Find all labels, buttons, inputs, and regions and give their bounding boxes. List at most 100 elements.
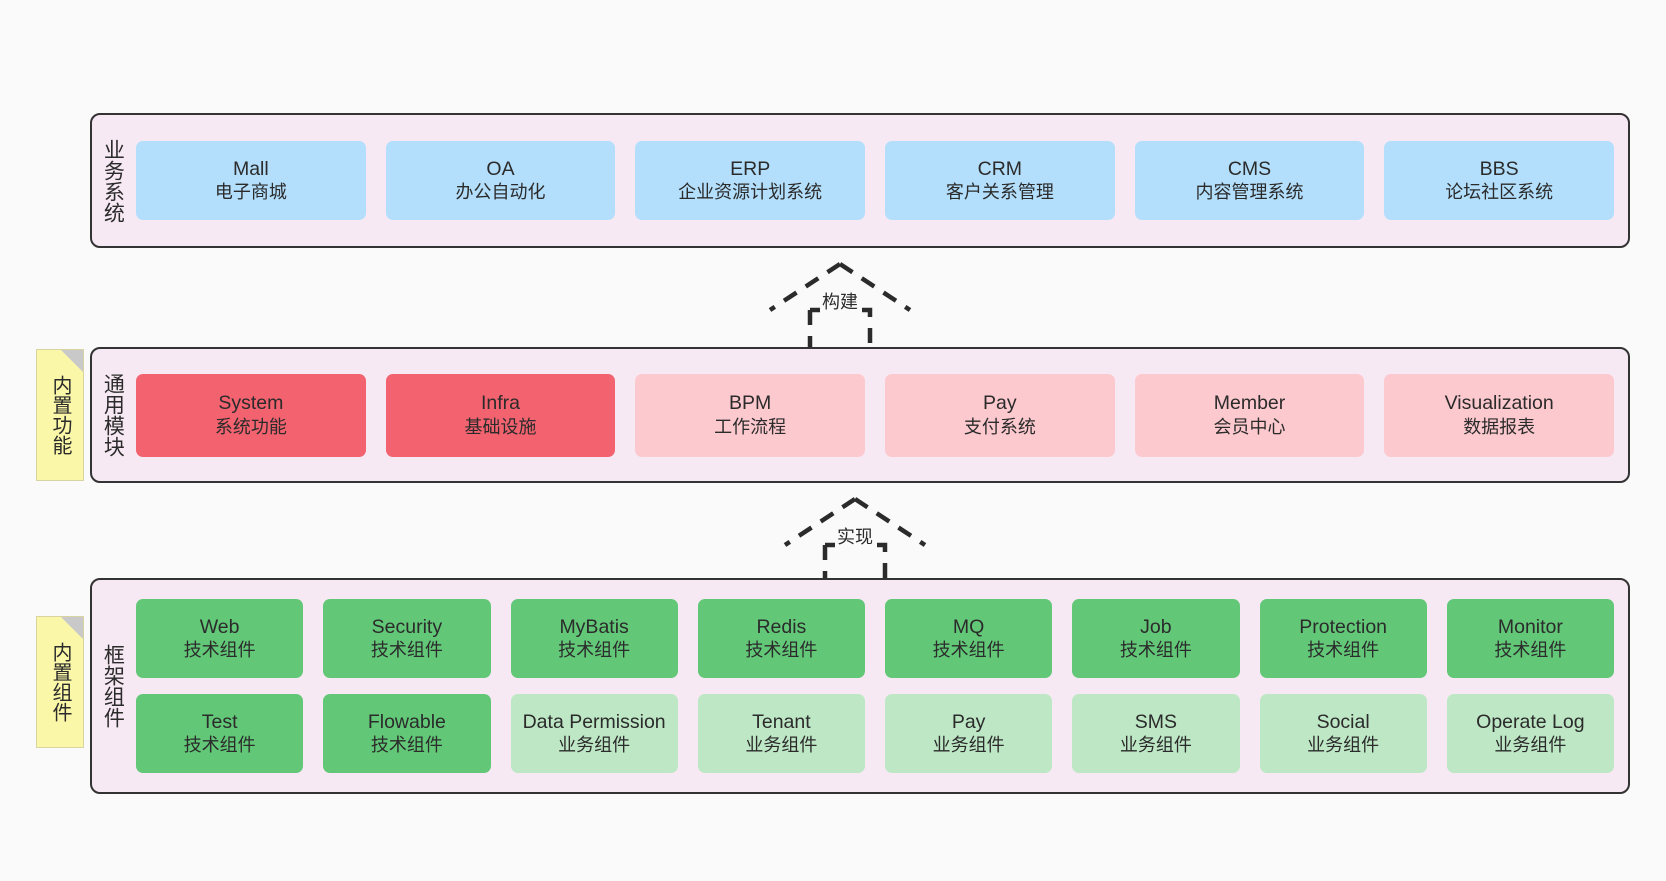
card-erp[interactable]: ERP 企业资源计划系统 — [635, 141, 866, 220]
card-mq[interactable]: MQ 技术组件 — [885, 599, 1053, 678]
card-subtitle: 电子商城 — [214, 182, 287, 203]
card-subtitle: 技术组件 — [1494, 640, 1567, 661]
card-title: Data Permission — [522, 710, 666, 733]
layer-common-module: 通用模块 System 系统功能 Infra 基础设施 BPM 工作流程 Pay… — [90, 347, 1630, 483]
card-operate-log[interactable]: Operate Log 业务组件 — [1446, 694, 1614, 773]
card-title: BPM — [729, 392, 772, 415]
note-label: 内置组件 — [49, 642, 71, 722]
card-subtitle: 基础设施 — [464, 416, 537, 437]
note-builtin-function: 内置功能 — [36, 349, 84, 481]
card-subtitle: 业务组件 — [1119, 735, 1192, 756]
note-builtin-component: 内置组件 — [36, 616, 84, 748]
card-subtitle: 技术组件 — [745, 640, 818, 661]
card-title: CRM — [977, 157, 1023, 180]
card-flowable[interactable]: Flowable 技术组件 — [323, 694, 491, 773]
arrow-build-label: 构建 — [820, 288, 860, 314]
card-subtitle: 业务组件 — [745, 735, 818, 756]
card-subtitle: 技术组件 — [183, 640, 256, 661]
card-test[interactable]: Test 技术组件 — [136, 694, 304, 773]
card-subtitle: 技术组件 — [932, 640, 1005, 661]
card-title: Tenant — [752, 710, 811, 733]
card-member[interactable]: Member 会员中心 — [1134, 373, 1365, 457]
card-subtitle: 技术组件 — [1119, 640, 1192, 661]
card-title: CMS — [1227, 157, 1272, 180]
card-mall[interactable]: Mall 电子商城 — [136, 141, 366, 220]
arrow-build: 构建 — [760, 258, 920, 354]
card-title: BBS — [1479, 157, 1519, 180]
card-web[interactable]: Web 技术组件 — [136, 599, 304, 678]
card-redis[interactable]: Redis 技术组件 — [697, 599, 865, 678]
layer-business-system: 业务系统 Mall 电子商城 OA 办公自动化 ERP 企业资源计划系统 CRM… — [90, 113, 1630, 248]
note-fold-corner-icon — [61, 350, 83, 372]
card-bbs[interactable]: BBS 论坛社区系统 — [1384, 141, 1615, 220]
card-subtitle: 技术组件 — [370, 640, 443, 661]
card-subtitle: 数据报表 — [1463, 416, 1536, 437]
card-title: System — [218, 392, 284, 415]
card-mybatis[interactable]: MyBatis 技术组件 — [510, 599, 678, 678]
card-bpm[interactable]: BPM 工作流程 — [635, 373, 866, 457]
note-fold-corner-icon — [61, 617, 83, 639]
card-pay-component[interactable]: Pay 业务组件 — [885, 694, 1053, 773]
card-title: Web — [199, 615, 240, 638]
card-title: ERP — [730, 157, 771, 180]
arrow-build-glyph — [768, 262, 912, 354]
card-visualization[interactable]: Visualization 数据报表 — [1384, 373, 1615, 457]
card-title: Mall — [232, 157, 269, 180]
card-row: System 系统功能 Infra 基础设施 BPM 工作流程 Pay 支付系统… — [136, 373, 1615, 457]
layer-title-common-module: 通用模块 — [101, 373, 125, 457]
card-system[interactable]: System 系统功能 — [136, 373, 366, 457]
card-title: OA — [486, 157, 515, 180]
card-monitor[interactable]: Monitor 技术组件 — [1446, 599, 1614, 678]
card-pay-module[interactable]: Pay 支付系统 — [885, 373, 1115, 457]
card-subtitle: 业务组件 — [1307, 735, 1380, 756]
card-row: Test 技术组件 Flowable 技术组件 Data Permission … — [136, 694, 1614, 773]
card-title: Social — [1316, 710, 1370, 733]
card-crm[interactable]: CRM 客户关系管理 — [885, 141, 1115, 220]
layer-body-common-module: System 系统功能 Infra 基础设施 BPM 工作流程 Pay 支付系统… — [132, 349, 1628, 481]
card-title: Test — [201, 710, 238, 733]
card-protection[interactable]: Protection 技术组件 — [1259, 599, 1427, 678]
card-subtitle: 技术组件 — [558, 640, 631, 661]
card-subtitle: 支付系统 — [963, 416, 1036, 437]
card-row: Web 技术组件 Security 技术组件 MyBatis 技术组件 Redi… — [136, 599, 1614, 678]
layer-framework-component: 框架组件 Web 技术组件 Security 技术组件 MyBatis 技术组件… — [90, 578, 1630, 794]
card-subtitle: 技术组件 — [183, 735, 256, 756]
card-infra[interactable]: Infra 基础设施 — [385, 373, 616, 457]
card-title: Pay — [951, 710, 986, 733]
card-subtitle: 内容管理系统 — [1195, 182, 1304, 203]
card-subtitle: 工作流程 — [714, 416, 787, 437]
card-security[interactable]: Security 技术组件 — [323, 599, 491, 678]
arrow-implement-label: 实现 — [835, 523, 875, 549]
card-tenant[interactable]: Tenant 业务组件 — [697, 694, 865, 773]
card-title: Visualization — [1444, 392, 1554, 415]
card-job[interactable]: Job 技术组件 — [1072, 599, 1240, 678]
card-subtitle: 业务组件 — [1494, 735, 1567, 756]
layer-body-framework-component: Web 技术组件 Security 技术组件 MyBatis 技术组件 Redi… — [132, 580, 1628, 792]
card-subtitle: 技术组件 — [1307, 640, 1380, 661]
card-title: Job — [1140, 615, 1172, 638]
card-subtitle: 办公自动化 — [455, 182, 546, 203]
card-title: MyBatis — [559, 615, 629, 638]
card-title: Redis — [756, 615, 807, 638]
card-title: Pay — [983, 392, 1017, 415]
card-subtitle: 论坛社区系统 — [1445, 182, 1554, 203]
card-subtitle: 业务组件 — [558, 735, 631, 756]
card-subtitle: 技术组件 — [370, 735, 443, 756]
card-title: SMS — [1134, 710, 1177, 733]
card-subtitle: 系统功能 — [214, 416, 287, 437]
card-title: Operate Log — [1476, 710, 1585, 733]
layer-title-framework-component: 框架组件 — [101, 644, 125, 728]
card-title: MQ — [952, 615, 985, 638]
card-oa[interactable]: OA 办公自动化 — [385, 141, 616, 220]
card-social[interactable]: Social 业务组件 — [1259, 694, 1427, 773]
card-subtitle: 业务组件 — [932, 735, 1005, 756]
card-title: Protection — [1299, 615, 1388, 638]
card-sms[interactable]: SMS 业务组件 — [1072, 694, 1240, 773]
layer-title-business-system: 业务系统 — [101, 138, 125, 223]
card-title: Monitor — [1497, 615, 1563, 638]
card-cms[interactable]: CMS 内容管理系统 — [1134, 141, 1365, 220]
card-data-permission[interactable]: Data Permission 业务组件 — [510, 694, 678, 773]
card-title: Member — [1213, 392, 1286, 415]
layer-body-business-system: Mall 电子商城 OA 办公自动化 ERP 企业资源计划系统 CRM 客户关系… — [132, 115, 1628, 246]
